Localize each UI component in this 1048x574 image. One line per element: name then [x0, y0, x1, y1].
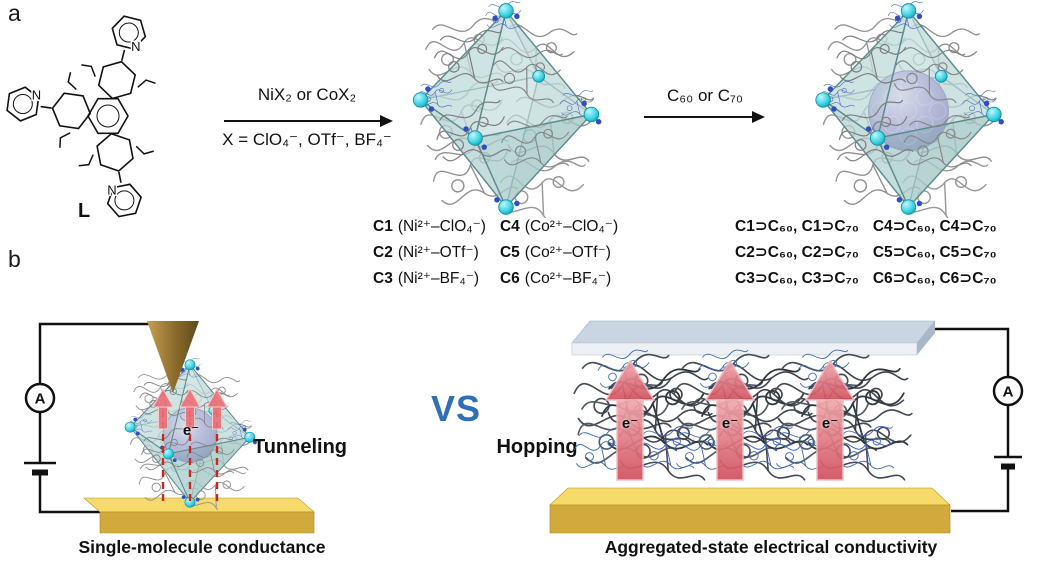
hopping-label: Hopping	[496, 436, 578, 458]
ammeter	[992, 375, 1024, 407]
cage-formula: (Ni²⁺–OTf⁻)	[397, 244, 479, 261]
step2-reagent-label: C₆₀ or C₇₀	[667, 86, 743, 105]
cage-label: C1(Ni²⁺–ClO₄⁻)	[373, 214, 486, 240]
tunneling-arrows	[152, 387, 228, 430]
step1-reagent-label: NiX₂ or CoX₂	[257, 85, 357, 104]
aggregated-state-device-diagram: A	[549, 320, 1024, 534]
panel-a-label: a	[8, 0, 21, 26]
cage-formula: (Co²⁺–BF₄⁻)	[524, 270, 612, 287]
tunneling-label: Tunneling	[252, 436, 348, 458]
cage-label: C2(Ni²⁺–OTf⁻)	[373, 240, 486, 266]
gold-substrate	[83, 497, 315, 534]
step1-condition-label: X = ClO₄⁻, OTf⁻, BF₄⁻	[222, 130, 392, 149]
battery-symbol	[24, 461, 56, 476]
cage-formula: (Ni²⁺–ClO₄⁻)	[397, 218, 486, 235]
svg-text:N: N	[32, 88, 41, 103]
circuit-wire	[951, 405, 1010, 513]
host-guest-col-1: C1⊃C₆₀, C1⊃C₇₀ C2⊃C₆₀, C2⊃C₇₀ C3⊃C₆₀, C3…	[735, 214, 859, 292]
cage-formula: (Ni²⁺–BF₄⁻)	[397, 270, 480, 287]
panel-b-label: b	[8, 246, 21, 272]
octahedral-cage-with-fullerene	[806, 0, 1011, 218]
cage-label: C3(Ni²⁺–BF₄⁻)	[373, 266, 486, 292]
host-guest-labels: C1⊃C₆₀, C1⊃C₇₀ C2⊃C₆₀, C2⊃C₇₀ C3⊃C₆₀, C3…	[735, 214, 997, 292]
host-guest-label: C5⊃C₆₀, C5⊃C₇₀	[872, 244, 997, 261]
cage-labels-ni: C1(Ni²⁺–ClO₄⁻) C2(Ni²⁺–OTf⁻) C3(Ni²⁺–BF₄…	[373, 214, 486, 292]
top-electrode	[571, 320, 936, 356]
octahedral-cage-empty	[406, 0, 606, 218]
cage-name: C4	[499, 218, 520, 235]
reaction-arrow-2	[644, 111, 765, 123]
cage-name: C5	[499, 244, 520, 261]
cage-name: C2	[373, 244, 393, 261]
single-molecule-junction-diagram: A	[24, 321, 315, 534]
electron-label: e⁻	[182, 422, 200, 439]
cage-formula: (Co²⁺–OTf⁻)	[524, 244, 611, 261]
svg-text:N: N	[107, 182, 116, 197]
cage-labels-co: C4(Co²⁺–ClO₄⁻) C5(Co²⁺–OTf⁻) C6(Co²⁺–BF₄…	[500, 214, 618, 292]
electron-label: e⁻	[721, 415, 739, 432]
caption-aggregated: Aggregated-state electrical conductivity	[604, 537, 938, 557]
host-guest-label: C1⊃C₆₀, C1⊃C₇₀	[735, 218, 859, 235]
gold-substrate	[549, 487, 951, 534]
circuit-wire	[38, 322, 172, 384]
host-guest-label: C3⊃C₆₀, C3⊃C₇₀	[735, 270, 859, 287]
stm-tip	[147, 321, 199, 393]
battery-symbol	[994, 455, 1022, 470]
cage-label: C5(Co²⁺–OTf⁻)	[500, 240, 618, 266]
cage-label: C6(Co²⁺–BF₄⁻)	[500, 266, 618, 292]
ammeter-label: A	[1003, 384, 1014, 401]
ligand-structure: N N N	[6, 15, 156, 218]
host-guest-label: C4⊃C₆₀, C4⊃C₇₀	[872, 218, 997, 235]
ammeter	[24, 382, 56, 414]
vs-label: VS	[430, 388, 482, 429]
electron-label: e⁻	[621, 415, 639, 432]
cage-name: C3	[373, 270, 393, 287]
reaction-arrow-1	[224, 115, 393, 127]
host-guest-label: C6⊃C₆₀, C6⊃C₇₀	[872, 270, 997, 287]
hopping-arrows	[604, 359, 856, 481]
cage-name: C1	[373, 218, 393, 235]
electron-label: e⁻	[821, 415, 839, 432]
cage-label: C4(Co²⁺–ClO₄⁻)	[500, 214, 618, 240]
circuit-wire	[935, 327, 1010, 377]
cage-labels: C1(Ni²⁺–ClO₄⁻) C2(Ni²⁺–OTf⁻) C3(Ni²⁺–BF₄…	[373, 214, 618, 292]
circuit-wire	[38, 412, 100, 514]
caption-single-molecule: Single-molecule conductance	[78, 537, 326, 557]
host-guest-col-2: C4⊃C₆₀, C4⊃C₇₀ C5⊃C₆₀, C5⊃C₇₀ C6⊃C₆₀, C6…	[873, 214, 997, 292]
ammeter-label: A	[35, 391, 46, 408]
cage-name: C6	[499, 270, 520, 287]
svg-text:N: N	[131, 39, 140, 54]
cage-formula: (Co²⁺–ClO₄⁻)	[524, 218, 619, 235]
host-guest-label: C2⊃C₆₀, C2⊃C₇₀	[735, 244, 859, 261]
ligand-label: L	[78, 200, 91, 222]
